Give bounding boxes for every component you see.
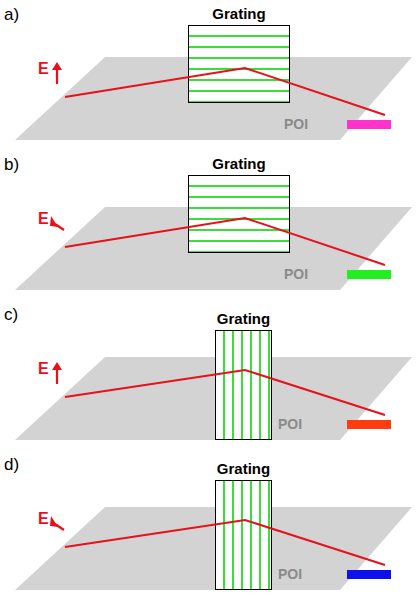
grating-lines	[188, 175, 290, 253]
panel-letter: a)	[4, 6, 19, 25]
field-label: E	[38, 60, 49, 78]
grating-lines	[215, 330, 272, 440]
poi-label: POI	[284, 117, 308, 132]
grating: Grating	[188, 5, 290, 103]
plane-of-incidence	[15, 57, 412, 590]
field-label: E	[38, 360, 49, 378]
panel-letter: c)	[4, 306, 18, 325]
grating-heading: Grating	[217, 310, 270, 330]
poi-label: POI	[278, 417, 302, 432]
polarization-arrow	[50, 62, 64, 530]
poi-label: POI	[284, 267, 308, 282]
poi-label: POI	[278, 567, 302, 582]
panel-letter: d)	[4, 456, 19, 475]
grating-heading: Grating	[212, 155, 265, 175]
color-bar	[347, 120, 391, 579]
grating-heading: Grating	[217, 460, 270, 480]
grating: Grating	[215, 460, 272, 590]
grating-heading: Grating	[212, 5, 265, 25]
grating: Grating	[215, 310, 272, 440]
grating-lines	[188, 25, 290, 103]
field-label: E	[38, 510, 49, 528]
grating: Grating	[188, 155, 290, 253]
panel-letter: b)	[4, 156, 19, 175]
grating-lines	[215, 480, 272, 590]
field-label: E	[38, 210, 49, 228]
